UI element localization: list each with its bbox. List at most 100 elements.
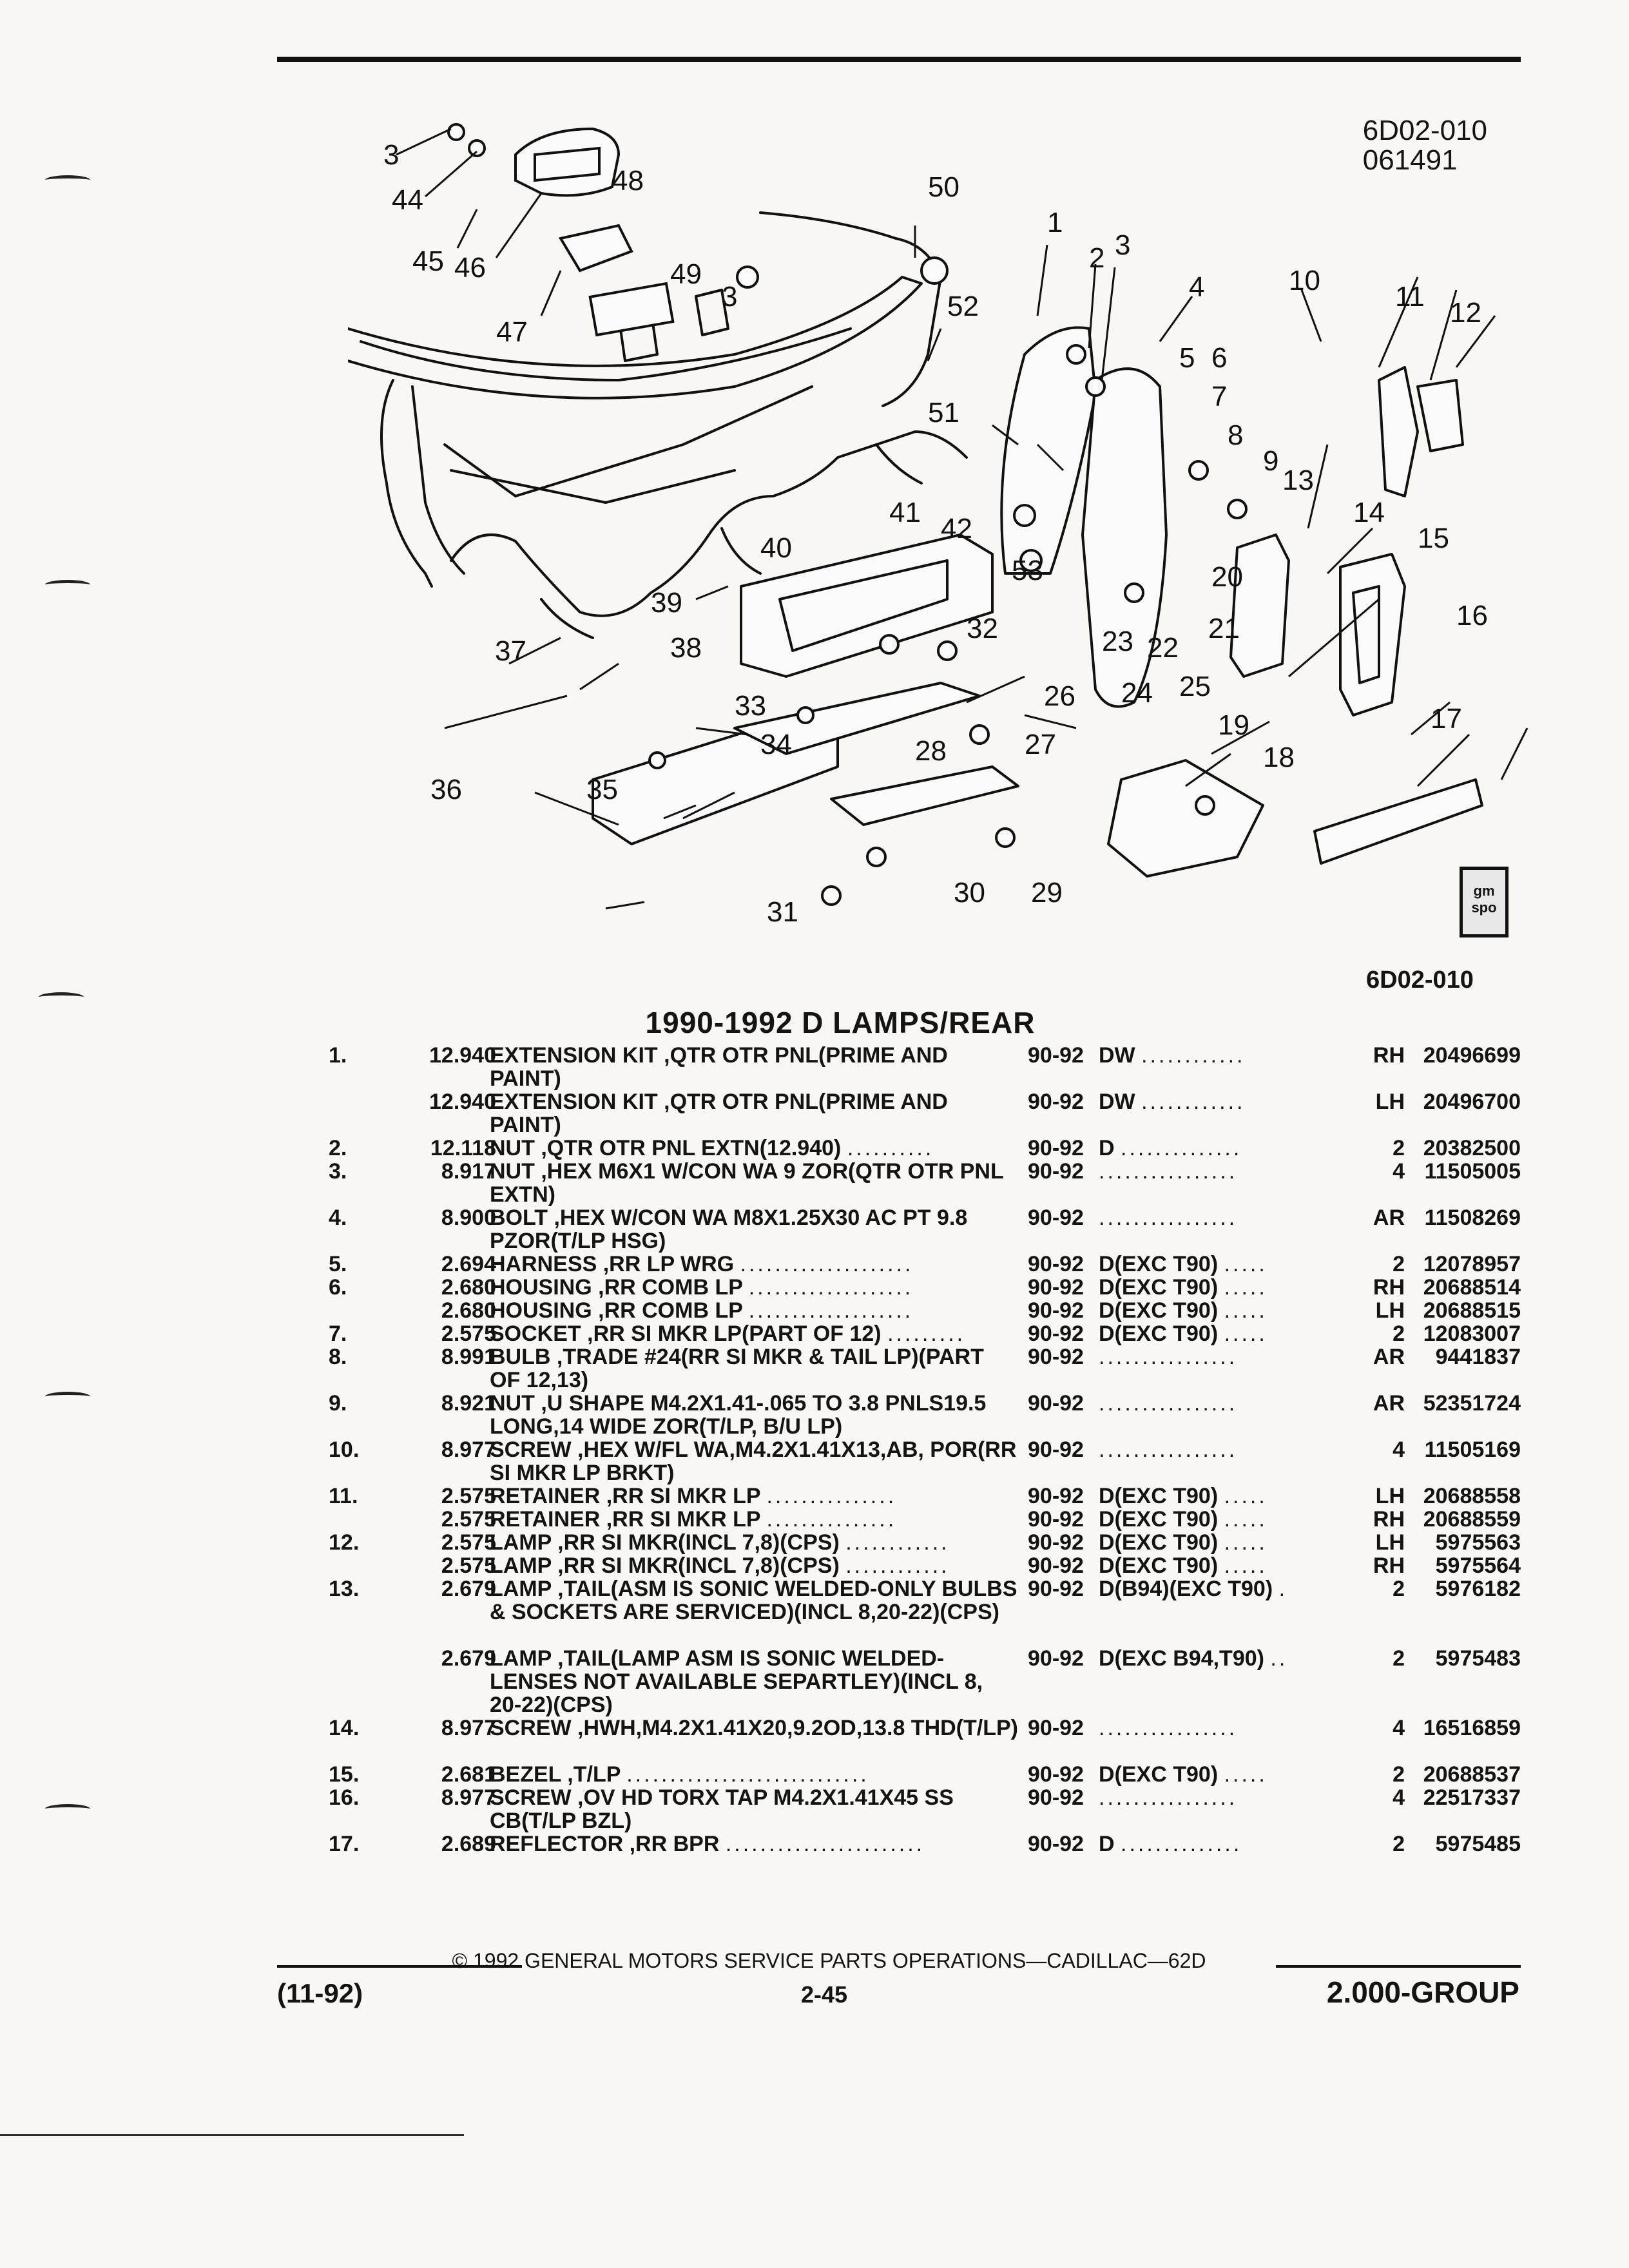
usage-note: D .............. — [1099, 1832, 1242, 1856]
leader-dots: ..... — [1224, 1298, 1268, 1323]
callout-23: 23 — [1102, 626, 1133, 657]
callout-1: 1 — [1047, 207, 1063, 238]
group-label: 2.000-GROUP — [1326, 1975, 1519, 2009]
binder-mark — [45, 580, 90, 590]
part-number: 22517337 — [1423, 1785, 1521, 1810]
leader-dots: ............... — [766, 1484, 897, 1508]
part-description: RETAINER ,RR SI MKR LP ............... — [490, 1485, 1018, 1508]
quantity: AR — [1373, 1391, 1405, 1416]
part-number: 20382500 — [1423, 1136, 1521, 1160]
item-number: 2. — [329, 1136, 347, 1160]
callout-8: 8 — [1228, 419, 1243, 451]
item-number: 12. — [329, 1530, 360, 1555]
usage-note-text: D(EXC T90) — [1099, 1762, 1219, 1787]
group-reference: 2.575 — [441, 1530, 496, 1555]
quantity: LH — [1375, 1298, 1405, 1323]
model-years: 90-92 — [1028, 1345, 1084, 1369]
quantity: 2 — [1393, 1252, 1405, 1276]
diagram-reference-bottom: 6D02-010 — [1366, 966, 1474, 994]
callout-51: 51 — [928, 397, 959, 428]
part-description-text: SOCKET ,RR SI MKR LP(PART OF 12) — [490, 1321, 882, 1346]
group-reference: 8.991 — [441, 1345, 496, 1369]
leader-dots: ..... — [1224, 1507, 1268, 1532]
leader-dots: ................ — [1099, 1716, 1238, 1740]
callout-35: 35 — [586, 774, 618, 805]
group-reference: 12.118 — [430, 1136, 496, 1160]
part-description: LAMP ,TAIL(LAMP ASM IS SONIC WELDED-LENS… — [490, 1647, 1018, 1716]
leader-dots: ..... — [1224, 1321, 1268, 1346]
leader-dots: .............. — [1121, 1832, 1242, 1856]
callout-25: 25 — [1179, 671, 1211, 702]
part-number: 20496699 — [1423, 1043, 1521, 1068]
usage-note: ................ — [1099, 1786, 1237, 1809]
callout-46: 46 — [454, 252, 486, 284]
callout-18: 18 — [1263, 742, 1295, 773]
usage-note-text: D — [1099, 1136, 1115, 1160]
part-description: EXTENSION KIT ,QTR OTR PNL(PRIME AND PAI… — [490, 1044, 1018, 1090]
part-number: 5975485 — [1435, 1832, 1521, 1856]
usage-note-text: D(EXC B94,T90) — [1099, 1646, 1264, 1671]
group-reference: 8.977 — [441, 1716, 496, 1740]
part-description-text: EXTENSION KIT ,QTR OTR PNL(PRIME AND PAI… — [490, 1090, 948, 1137]
callout-13: 13 — [1282, 465, 1314, 496]
usage-note-text: D(EXC T90) — [1099, 1553, 1219, 1578]
binder-mark — [45, 1804, 90, 1814]
group-reference: 8.921 — [441, 1391, 496, 1416]
part-description-text: BEZEL ,T/LP — [490, 1762, 621, 1787]
item-number: 13. — [329, 1577, 360, 1601]
usage-note-text: D(EXC T90) — [1099, 1507, 1219, 1532]
usage-note-text: D(EXC T90) — [1099, 1275, 1219, 1300]
callout-12: 12 — [1450, 297, 1481, 329]
usage-note: D(EXC T90) ..... — [1099, 1554, 1268, 1577]
leader-dots: ................ — [1099, 1437, 1238, 1462]
leader-dots: .............. — [1121, 1136, 1242, 1160]
part-number: 16516859 — [1423, 1716, 1521, 1740]
callout-14: 14 — [1353, 497, 1385, 528]
group-reference: 2.575 — [441, 1321, 496, 1346]
model-years: 90-92 — [1028, 1090, 1084, 1114]
quantity: AR — [1373, 1345, 1405, 1369]
model-years: 90-92 — [1028, 1159, 1084, 1184]
group-reference: 2.575 — [441, 1553, 496, 1578]
callout-49: 49 — [670, 258, 702, 290]
model-years: 90-92 — [1028, 1762, 1084, 1787]
usage-note-text: DW — [1099, 1090, 1135, 1114]
leader-dots: ................ — [1099, 1159, 1238, 1184]
quantity: 2 — [1393, 1321, 1405, 1346]
callout-27: 27 — [1025, 729, 1056, 760]
part-description-text: NUT ,QTR OTR PNL EXTN(12.940) — [490, 1136, 842, 1160]
leader-dots: ..... — [1224, 1762, 1268, 1787]
leader-dots: ................ — [1099, 1785, 1238, 1810]
callout-29: 29 — [1031, 877, 1063, 908]
callout-11: 11 — [1395, 281, 1425, 312]
usage-note: D(EXC T90) ..... — [1099, 1508, 1268, 1531]
usage-note: ................ — [1099, 1345, 1237, 1369]
usage-note: D(B94)(EXC T90) . — [1099, 1577, 1287, 1600]
usage-note-text: D(EXC T90) — [1099, 1298, 1219, 1323]
part-number: 20688515 — [1423, 1298, 1521, 1323]
callout-47: 47 — [496, 316, 528, 348]
part-description: SCREW ,HEX W/FL WA,M4.2X1.41X13,AB, POR(… — [490, 1438, 1018, 1485]
leader-dots: ............................ — [626, 1762, 869, 1787]
quantity: 4 — [1393, 1716, 1405, 1740]
part-number: 12083007 — [1423, 1321, 1521, 1346]
part-description: NUT ,U SHAPE M4.2X1.41-.065 TO 3.8 PNLS1… — [490, 1392, 1018, 1438]
group-reference: 2.694 — [441, 1252, 496, 1276]
group-reference: 2.575 — [441, 1507, 496, 1532]
scan-line — [0, 2134, 464, 2136]
part-number: 20688514 — [1423, 1275, 1521, 1300]
part-number: 12078957 — [1423, 1252, 1521, 1276]
usage-note: D(EXC T90) ..... — [1099, 1276, 1268, 1299]
leader-dots: ..... — [1224, 1530, 1268, 1555]
part-description: SOCKET ,RR SI MKR LP(PART OF 12) .......… — [490, 1322, 1018, 1345]
footer-revision-date: (11-92) — [277, 1978, 363, 2008]
